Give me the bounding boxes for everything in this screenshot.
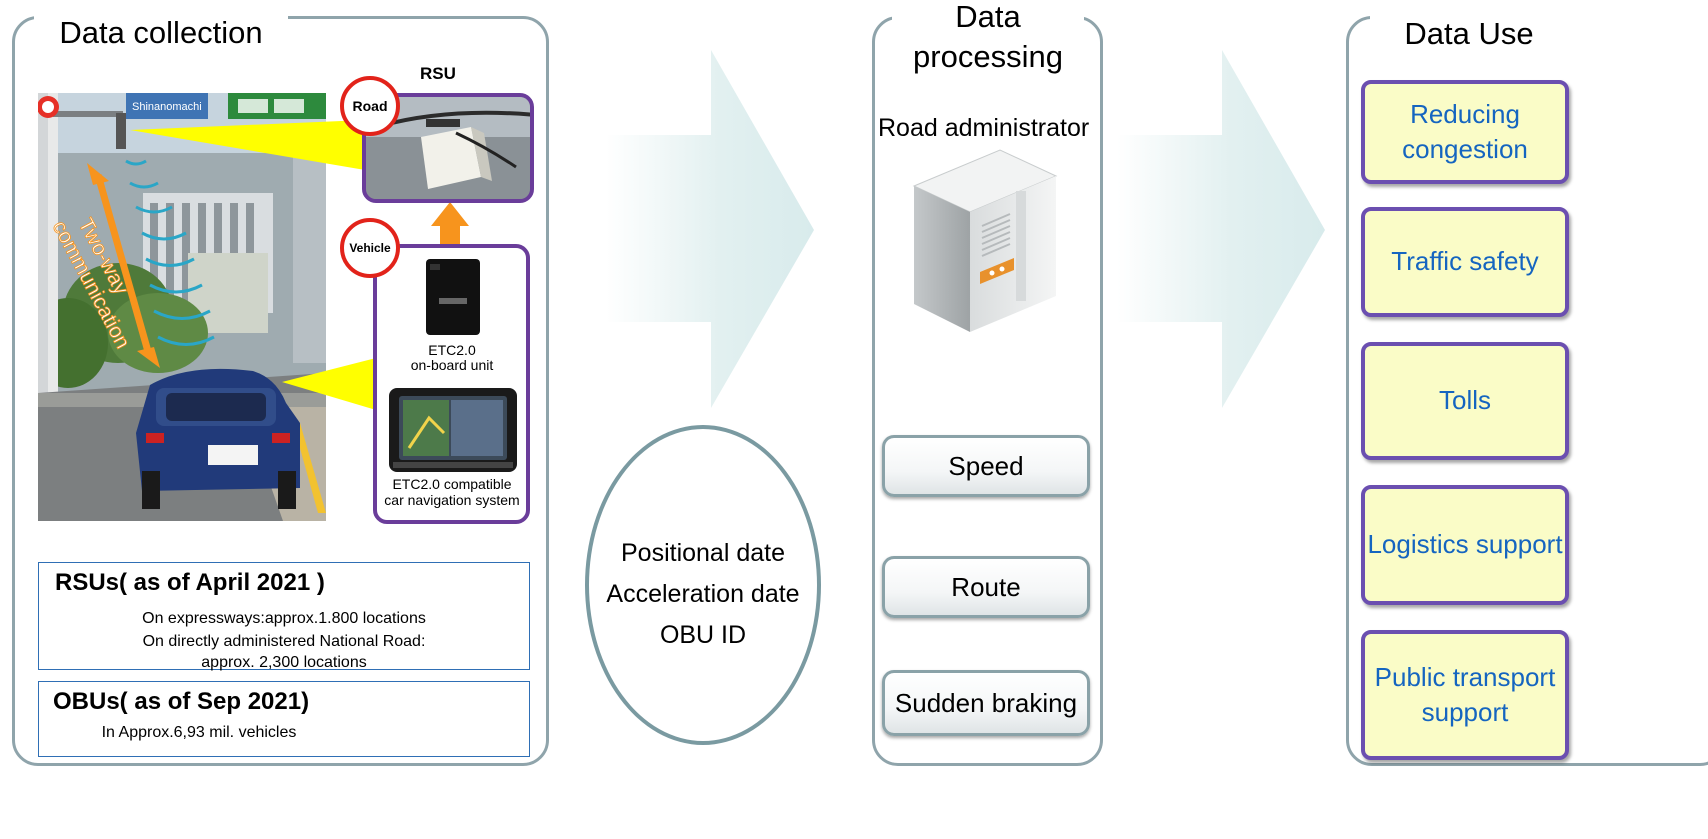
use-public-transport-support: Public transport support <box>1361 630 1569 760</box>
obus-info-box: OBUs( as of Sep 2021) In Approx.6,93 mil… <box>38 681 530 757</box>
rsu-label: RSU <box>420 64 456 83</box>
obu-caption-2: on-board unit <box>410 357 494 373</box>
data-processing-title-2: processing <box>913 39 1063 74</box>
nav-caption-2: car navigation system <box>384 492 520 508</box>
obus-title: OBUs( as of Sep 2021) <box>53 688 310 715</box>
rsus-line-1: On expressways:approx.1.800 locations <box>142 610 426 627</box>
data-processing-title-1: Data <box>892 0 1084 36</box>
road-administrator-label: Road administrator <box>878 114 1090 142</box>
beams <box>130 120 469 410</box>
sudden-braking-box: Sudden braking <box>882 670 1090 736</box>
vehicle-beam <box>282 358 376 410</box>
use-logistics-support: Logistics support <box>1361 485 1569 605</box>
speed-box: Speed <box>882 435 1090 497</box>
vehicle-devices-box <box>373 244 530 524</box>
nav-caption-1: ETC2.0 compatible <box>392 476 512 492</box>
flow-arrow-2 <box>1117 50 1325 408</box>
street-scene-illustration: Shinanomachi <box>38 93 326 521</box>
vehicle-badge: Vehicle <box>340 218 400 278</box>
signal-waves <box>125 159 215 346</box>
data-collection-title: Data collection <box>34 14 288 56</box>
data-type-obu-id: OBU ID <box>659 621 747 649</box>
server-icon <box>912 149 1058 332</box>
rsus-info-box: RSUs( as of April 2021 ) On expressways:… <box>38 562 530 671</box>
data-types-ellipse: Positional date Acceleration date OBU ID <box>585 425 821 745</box>
two-way-arrow <box>87 163 160 368</box>
rsu-beam <box>130 120 365 170</box>
obus-line-1: In Approx.6,93 mil. vehicles <box>101 724 297 741</box>
road-sign-blue <box>126 93 208 119</box>
obu-device-image <box>426 259 480 335</box>
data-use-title: Data Use <box>1384 15 1554 53</box>
rsus-line-3: approx. 2,300 locations <box>201 654 367 671</box>
use-reducing-congestion: Reducing congestion <box>1361 80 1569 184</box>
car-nav-image <box>389 388 517 472</box>
rsus-line-2: On directly administered National Road: <box>142 633 426 650</box>
route-box: Route <box>882 556 1090 618</box>
rsus-title: RSUs( as of April 2021 ) <box>55 569 325 596</box>
use-tolls: Tolls <box>1361 342 1569 460</box>
road-sign-text: Shinanomachi <box>132 101 202 113</box>
road-badge: Road <box>340 76 400 136</box>
flow-arrow-1 <box>606 50 814 408</box>
street-photo: Shinanomachi <box>38 93 326 521</box>
use-traffic-safety: Traffic safety <box>1361 207 1569 317</box>
data-type-acceleration: Acceleration date <box>606 580 800 608</box>
up-arrow <box>431 202 469 250</box>
data-type-positional: Positional date <box>620 539 785 567</box>
obu-caption-1: ETC2.0 <box>428 342 476 358</box>
